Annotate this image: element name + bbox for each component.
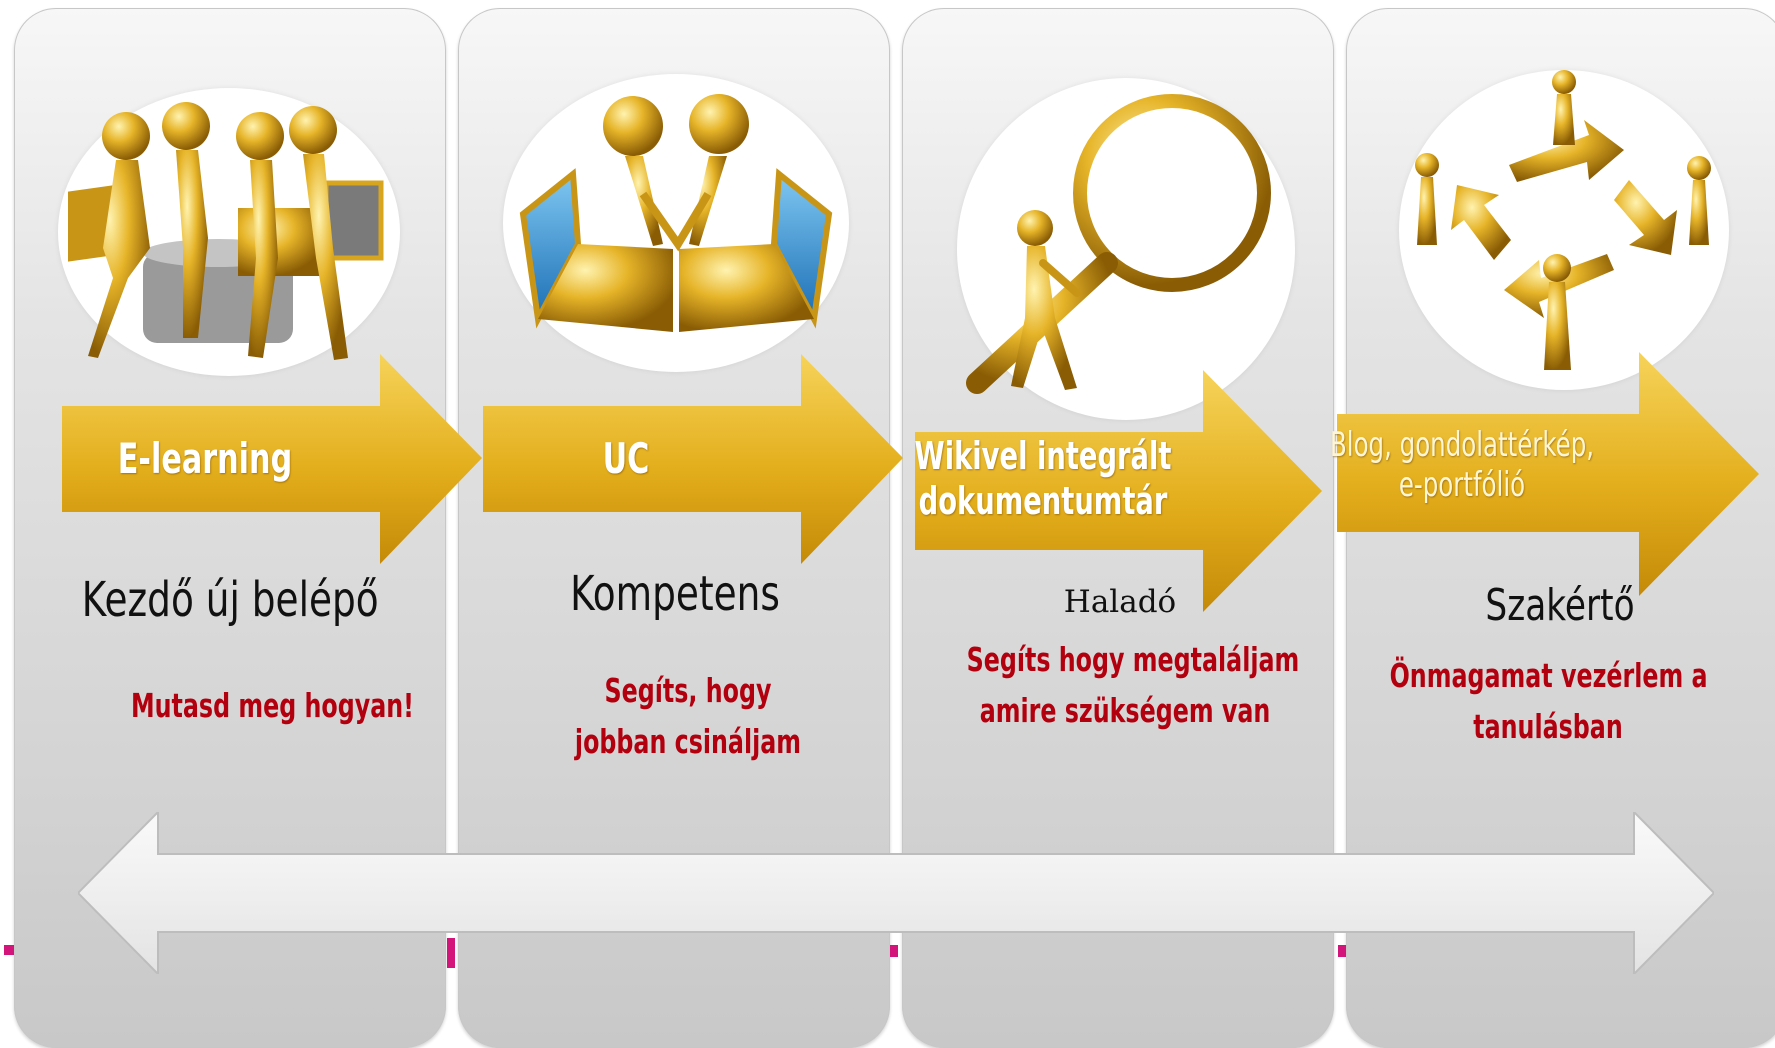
stage-4-arrow-label: Blog, gondolattérkép, e-portfólió bbox=[1329, 424, 1595, 505]
stage-1-level-title: Kezdő új belépő bbox=[81, 572, 379, 628]
stage-4-motto: Önmagamat vezérlem a tanulásban bbox=[1389, 656, 1708, 747]
pink-accent bbox=[447, 938, 455, 968]
progression-double-arrow bbox=[76, 809, 1716, 977]
stage-4-illustration bbox=[1399, 70, 1729, 390]
stage-2-arrow: UC bbox=[483, 354, 903, 564]
stage-1-arrow: E-learning bbox=[62, 354, 482, 564]
stage-4-level-title: Szakértő bbox=[1485, 580, 1635, 626]
stage-2-motto: Segíts, hogy jobban csináljam bbox=[574, 671, 802, 762]
stage-4-arrow: Blog, gondolattérkép, e-portfólió bbox=[1330, 352, 1759, 596]
handshake-laptops-icon bbox=[519, 94, 833, 332]
stage-3-illustration bbox=[957, 78, 1295, 420]
pink-accent bbox=[890, 945, 898, 957]
stage-3-arrow-label: Wikivel integrált dokumentumtár bbox=[914, 434, 1172, 523]
stage-2-illustration bbox=[503, 74, 849, 372]
stage-3-arrow: Wikivel integrált dokumentumtár bbox=[915, 370, 1322, 612]
stage-1-arrow-label: E-learning bbox=[117, 434, 293, 484]
stage-1-motto: Mutasd meg hogyan! bbox=[130, 686, 415, 725]
stage-2-level-title: Kompetens bbox=[570, 566, 780, 622]
arrows-collaboration-icon bbox=[1415, 70, 1711, 370]
stage-3-motto: Segíts hogy megtaláljam amire szükségem … bbox=[966, 640, 1300, 731]
stage-3-level-title: Haladó bbox=[1063, 584, 1177, 620]
magnifying-glass-person-icon bbox=[966, 94, 1271, 394]
stage-2-arrow-label: UC bbox=[602, 434, 650, 484]
pink-accent bbox=[4, 945, 14, 955]
people-with-laptops-icon bbox=[68, 102, 384, 360]
stage-1-illustration bbox=[58, 88, 400, 376]
pink-accent bbox=[1338, 945, 1346, 957]
